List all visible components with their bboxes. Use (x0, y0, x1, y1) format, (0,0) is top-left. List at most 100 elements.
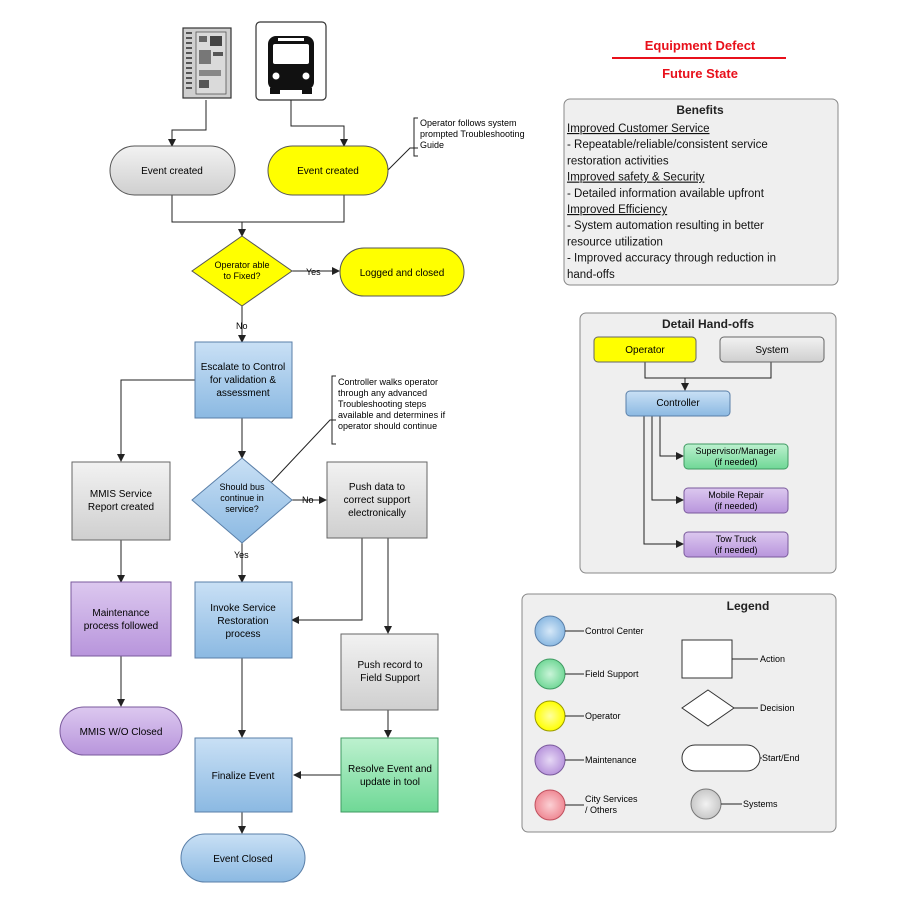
benefit-line: resource utilization (567, 236, 663, 248)
svg-text:operator should continue: operator should continue (338, 421, 437, 431)
svg-text:(if needed): (if needed) (714, 545, 757, 555)
title-line-1: Equipment Defect (645, 38, 756, 53)
resolve-node: Resolve Event and update in tool (340, 737, 439, 813)
svg-text:continue in: continue in (220, 493, 264, 503)
handoffs-heading: Detail Hand-offs (662, 317, 754, 331)
handoff-connectors (643, 362, 772, 548)
handoff-system-node: System (719, 336, 825, 363)
benefit-line: - Improved accuracy through reduction in (567, 253, 776, 265)
benefit-line: - Repeatable/reliable/consistent service (567, 139, 768, 151)
benefit-category: Improved Efficiency (567, 204, 667, 216)
handoff-controller-node: Controller (625, 390, 731, 417)
operator-note: Operator follows system prompted Trouble… (420, 118, 525, 150)
svg-text:Supervisor/Manager: Supervisor/Manager (695, 446, 776, 456)
svg-text:Start/End: Start/End (762, 753, 800, 763)
benefits-heading: Benefits (676, 103, 724, 117)
svg-text:Systems: Systems (743, 799, 778, 809)
handoff-supervisor-node: Supervisor/Manager (if needed) (683, 443, 789, 470)
finalize-node: Finalize Event (194, 737, 293, 813)
decision-bus-continue: Should bus continue in service? (191, 457, 293, 544)
svg-text:update in tool: update in tool (360, 777, 420, 788)
legend-action: Action (681, 639, 785, 679)
legend-city-services: City Services / Others (534, 789, 638, 821)
svg-text:MMIS Service: MMIS Service (90, 489, 153, 500)
svg-text:Maintenance: Maintenance (92, 608, 150, 619)
svg-text:Escalate to Control: Escalate to Control (201, 362, 286, 373)
event-created-operator-node: Event created (267, 145, 389, 196)
svg-text:Report created: Report created (88, 502, 154, 513)
legend-panel: Legend Control Center Field Support Oper… (521, 593, 837, 833)
svg-text:Controller walks operator: Controller walks operator (338, 377, 438, 387)
svg-text:assessment: assessment (216, 388, 270, 399)
svg-text:(if needed): (if needed) (714, 457, 757, 467)
no-label: No (302, 495, 314, 505)
bus-icon (255, 21, 327, 101)
svg-text:Invoke Service: Invoke Service (210, 603, 276, 614)
legend-maintenance: Maintenance (534, 744, 637, 776)
svg-text:/ Others: / Others (585, 805, 618, 815)
push-record-node: Push record to Field Support (340, 633, 439, 711)
svg-text:Logged and closed: Logged and closed (360, 268, 445, 279)
svg-text:Mobile Repair: Mobile Repair (708, 490, 764, 500)
svg-text:Restoration: Restoration (217, 616, 268, 627)
server-icon (182, 27, 232, 99)
legend-decision: Decision (681, 689, 795, 727)
svg-text:Tow Truck: Tow Truck (716, 534, 757, 544)
svg-text:Operator: Operator (625, 345, 665, 356)
flow-connectors (117, 100, 392, 834)
legend-heading: Legend (727, 599, 770, 613)
svg-text:correct support: correct support (344, 495, 411, 506)
svg-text:Field Support: Field Support (360, 673, 420, 684)
svg-text:to Fixed?: to Fixed? (223, 271, 260, 281)
benefit-line: hand-offs (567, 269, 615, 281)
svg-text:for validation &: for validation & (210, 375, 276, 386)
svg-text:Operator follows system: Operator follows system (420, 118, 517, 128)
svg-text:Resolve Event and: Resolve Event and (348, 764, 432, 775)
svg-text:through any advanced: through any advanced (338, 388, 427, 398)
handoff-operator-node: Operator (593, 336, 697, 363)
benefit-line: - System automation resulting in better (567, 220, 764, 232)
controller-note: Controller walks operator through any ad… (338, 377, 446, 431)
legend-operator: Operator (534, 700, 621, 732)
decision-operator-able: Operator able to Fixed? (191, 235, 293, 307)
handoff-tow-truck-node: Tow Truck (if needed) (683, 531, 789, 558)
legend-systems: Systems (690, 788, 778, 820)
svg-text:prompted Troubleshooting: prompted Troubleshooting (420, 129, 525, 139)
svg-text:System: System (755, 345, 788, 356)
event-closed-node: Event Closed (180, 833, 306, 883)
benefits-panel: Benefits Improved Customer Service- Repe… (563, 98, 839, 286)
mmis-report-node: MMIS Service Report created (71, 461, 171, 541)
svg-text:Control Center: Control Center (585, 626, 644, 636)
yes-label: Yes (234, 550, 249, 560)
svg-text:electronically: electronically (348, 508, 406, 519)
yes-label: Yes (306, 267, 321, 277)
svg-text:(if needed): (if needed) (714, 501, 757, 511)
svg-text:Event created: Event created (297, 166, 359, 177)
svg-text:Push record to: Push record to (357, 660, 422, 671)
title-line-2: Future State (662, 66, 738, 81)
svg-text:Push data to: Push data to (349, 482, 406, 493)
svg-text:Guide: Guide (420, 140, 444, 150)
svg-text:Troubleshooting steps: Troubleshooting steps (338, 399, 427, 409)
handoffs-panel: Detail Hand-offs Operator System Control… (579, 312, 837, 574)
svg-text:process: process (225, 629, 260, 640)
mmis-wo-closed-node: MMIS W/O Closed (59, 706, 183, 756)
svg-text:process followed: process followed (84, 621, 158, 632)
svg-text:Maintenance: Maintenance (585, 755, 637, 765)
svg-text:Controller: Controller (656, 398, 700, 409)
callout-lines (267, 117, 418, 487)
svg-text:Operator able: Operator able (214, 260, 269, 270)
benefit-line: - Detailed information available upfront (567, 188, 765, 200)
push-data-node: Push data to correct support electronica… (326, 461, 428, 539)
no-label: No (236, 321, 248, 331)
svg-text:Event created: Event created (141, 166, 203, 177)
maintenance-node: Maintenance process followed (70, 581, 172, 657)
benefit-category: Improved safety & Security (567, 172, 705, 184)
svg-text:Operator: Operator (585, 711, 621, 721)
legend-control-center: Control Center (534, 615, 644, 647)
logged-closed-node: Logged and closed (339, 247, 465, 297)
svg-text:service?: service? (225, 504, 259, 514)
handoff-mobile-repair-node: Mobile Repair (if needed) (683, 487, 789, 514)
svg-text:available and determines if: available and determines if (338, 410, 446, 420)
